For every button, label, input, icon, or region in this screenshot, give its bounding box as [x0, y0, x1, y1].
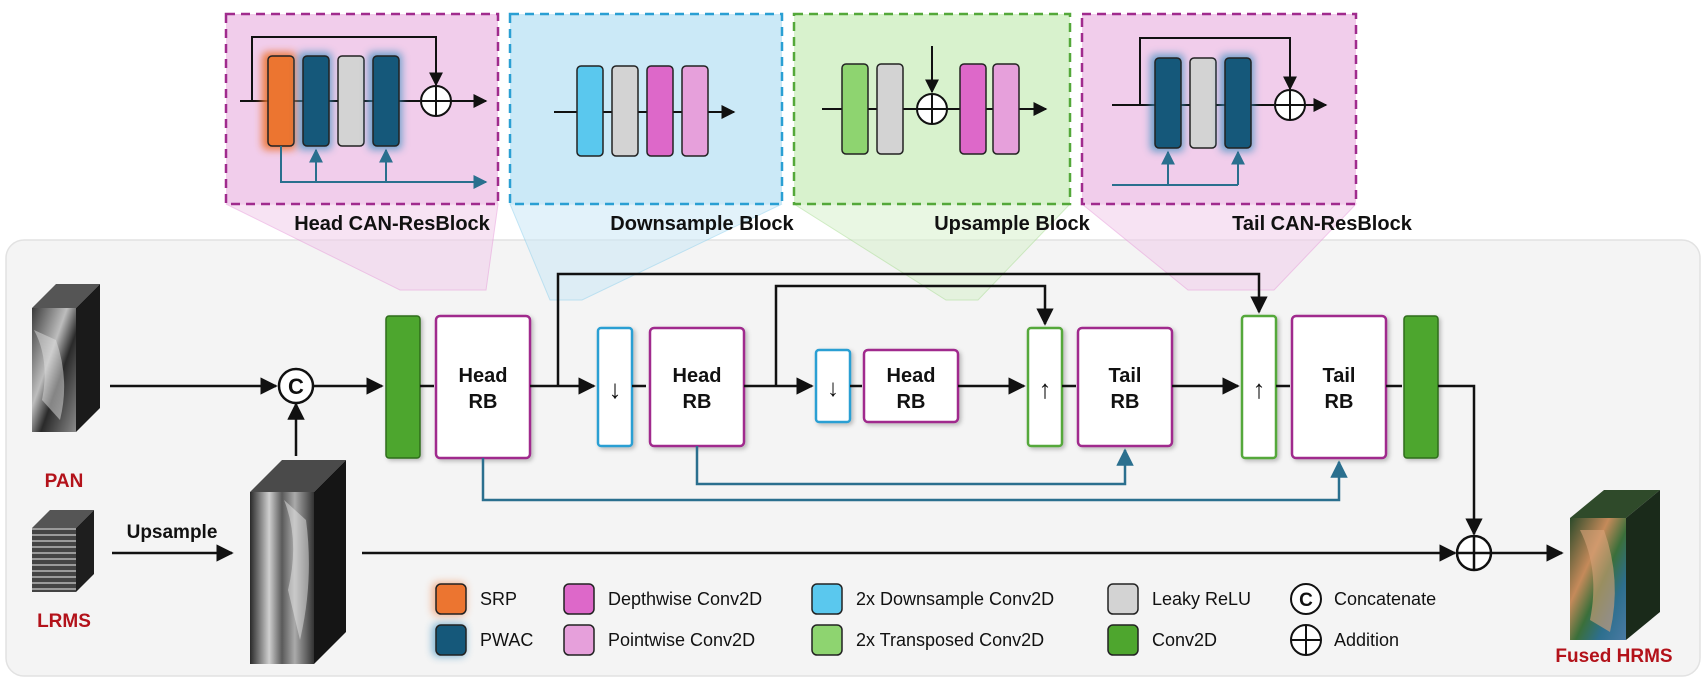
- svg-text:Head: Head: [887, 365, 936, 387]
- panel-head-canresblock: [224, 12, 500, 206]
- panel-title-up: Upsample Block: [934, 213, 1090, 235]
- lrms-label: LRMS: [37, 611, 91, 632]
- legend-label-leaky-relu: Leaky ReLU: [1152, 589, 1251, 609]
- pwac-block: [1154, 57, 1182, 149]
- legend-swatch-transposed-conv: [811, 624, 843, 656]
- panel-title-head: Head CAN-ResBlock: [294, 213, 490, 235]
- svg-text:RB: RB: [469, 391, 498, 413]
- legend-swatch-pwac: [435, 624, 467, 656]
- svg-text:RB: RB: [1111, 391, 1140, 413]
- svg-text:↓: ↓: [827, 375, 839, 402]
- legend: SRP PWAC Depthwise Conv2D Pointwise Conv…: [432, 582, 1436, 657]
- svg-text:↓: ↓: [609, 374, 622, 404]
- conv2d-block-in: [385, 315, 421, 459]
- conv2d-block-out: [1403, 315, 1439, 459]
- head-rb-1: [434, 314, 532, 460]
- panel-downsample-block: [508, 12, 784, 206]
- legend-label-transposed-conv: 2x Transposed Conv2D: [856, 630, 1044, 650]
- legend-swatch-srp: [435, 583, 467, 615]
- svg-text:C: C: [288, 374, 304, 399]
- skip-connections: [481, 446, 1348, 502]
- pan-image: [32, 284, 100, 432]
- transposed-conv-block: [841, 63, 869, 155]
- legend-label-addition: Addition: [1334, 630, 1399, 650]
- legend-swatch-leaky-relu: [1107, 583, 1139, 615]
- pwac-block: [372, 55, 400, 147]
- svg-text:Head: Head: [673, 365, 722, 387]
- panel-title-tail: Tail CAN-ResBlock: [1232, 213, 1413, 235]
- tail-rb-2: [1290, 314, 1388, 460]
- svg-text:Head: Head: [459, 365, 508, 387]
- svg-text:↑: ↑: [1039, 374, 1052, 404]
- pan-label: PAN: [45, 471, 84, 492]
- legend-label-pwac: PWAC: [480, 630, 533, 650]
- legend-label-downsample-conv: 2x Downsample Conv2D: [856, 589, 1054, 609]
- svg-text:C: C: [1299, 590, 1313, 611]
- panel-tail-canresblock: [1080, 12, 1358, 206]
- legend-swatch-depthwise: [563, 583, 595, 615]
- svg-text:↑: ↑: [1253, 374, 1266, 404]
- fused-hrms-image: [1570, 490, 1660, 640]
- tail-rb-1: [1076, 326, 1174, 448]
- depthwise-conv-block: [646, 65, 674, 157]
- legend-concatenate-icon: [1290, 583, 1322, 615]
- upsample-label: Upsample: [127, 522, 218, 543]
- leaky-relu-block: [337, 55, 365, 147]
- main-flow-arrows: [362, 272, 1564, 562]
- leaky-relu-block: [1189, 57, 1217, 149]
- srp-block: [267, 55, 295, 147]
- legend-swatch-downsample-conv: [811, 583, 843, 615]
- downsample-conv-block: [576, 65, 604, 157]
- pointwise-conv-block: [681, 65, 709, 157]
- depthwise-conv-block: [959, 63, 987, 155]
- svg-text:RB: RB: [1325, 391, 1354, 413]
- legend-label-pointwise: Pointwise Conv2D: [608, 630, 755, 650]
- pointwise-conv-block: [992, 63, 1020, 155]
- legend-swatch-conv2d: [1107, 624, 1139, 656]
- head-rb-2: [648, 326, 746, 448]
- fused-label: Fused HRMS: [1555, 646, 1672, 667]
- panel-upsample-block: [792, 12, 1072, 206]
- svg-text:Tail: Tail: [1323, 365, 1356, 387]
- svg-text:Tail: Tail: [1109, 365, 1142, 387]
- svg-text:RB: RB: [897, 391, 926, 413]
- legend-label-srp: SRP: [480, 589, 517, 609]
- legend-label-conv2d: Conv2D: [1152, 630, 1217, 650]
- leaky-relu-block: [611, 65, 639, 157]
- pwac-block: [302, 55, 330, 147]
- leaky-relu-block: [876, 63, 904, 155]
- upsampled-ms-image: [250, 460, 346, 664]
- legend-swatch-pointwise: [563, 624, 595, 656]
- pwac-block: [1224, 57, 1252, 149]
- svg-text:RB: RB: [683, 391, 712, 413]
- legend-label-concatenate: Concatenate: [1334, 589, 1436, 609]
- lrms-image: [32, 510, 94, 592]
- legend-label-depthwise: Depthwise Conv2D: [608, 589, 762, 609]
- panel-title-down: Downsample Block: [610, 213, 794, 235]
